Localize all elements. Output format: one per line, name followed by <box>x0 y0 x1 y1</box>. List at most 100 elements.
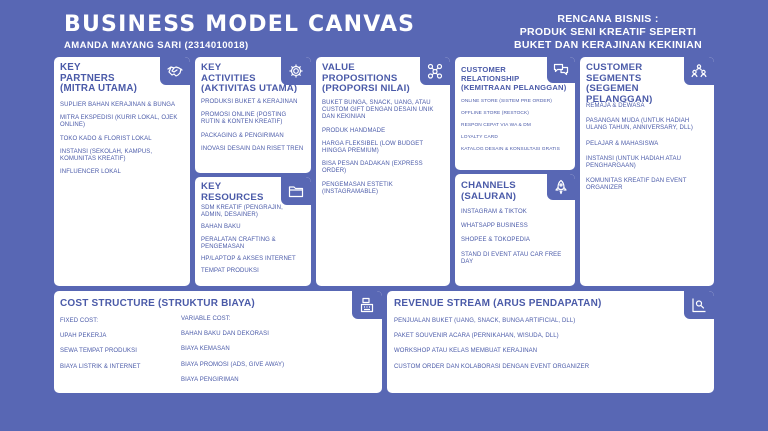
customer-segments-list: REMAJA & DEWASA PASANGAN MUDA (UNTUK HAD… <box>586 103 708 193</box>
customer-relationship-card: CUSTOMER RELATIONSHIP (KEMITRAAN PELANGG… <box>455 57 575 170</box>
list-item: BIAYA PENGIRIMAN <box>181 376 239 383</box>
list-item: INSTAGRAM & TIKTOK <box>461 209 527 215</box>
list-item: BAHAN BAKU <box>201 224 241 231</box>
title-line: SEGMENTS <box>586 72 642 84</box>
list-item: CUSTOM ORDER DAN KOLABORASI DENGAN EVENT… <box>394 363 590 370</box>
key-partners-card: KEY PARTNERS (MITRA UTAMA) SUPLIER BAHAN… <box>54 57 190 286</box>
list-item: PAKET SOUVENIR ACARA (PERNIKAHAN, WISUDA… <box>394 333 559 340</box>
list-item: BISA PESAN DADAKAN (EXPRESS ORDER) <box>322 161 423 175</box>
title-line: ACTIVITIES <box>201 72 256 84</box>
gear-icon <box>281 57 311 85</box>
title-line: CUSTOMER <box>461 65 506 74</box>
list-item: PRODUK HANDMADE <box>322 127 386 134</box>
title-line: KEY <box>201 181 222 192</box>
title-line: KEY <box>60 62 81 73</box>
key-resources-list: SDM KREATIF (PENGRAJIN, ADMIN, DESAINER)… <box>201 205 305 275</box>
list-item: TEMPAT PRODUKSI <box>201 268 259 275</box>
fixed-cost-list: FIXED COST: UPAH PEKERJA SEWA TEMPAT PRO… <box>60 318 170 371</box>
value-propositions-title: VALUE PROPOSITIONS (PROPORSI NILAI) <box>322 62 444 95</box>
title-line: (KEMITRAAN PELANGGAN) <box>461 83 567 92</box>
list-item: TOKO KADO & FLORIST LOKAL <box>60 135 152 142</box>
rocket-icon <box>547 174 575 200</box>
folder-icon <box>281 177 311 205</box>
cash-register-icon <box>352 291 382 319</box>
list-item: INOVASI DESAIN DAN RISET TREN <box>201 145 304 152</box>
list-item: PENJUALAN BUKET (UANG, SNACK, BUNGA ARTI… <box>394 318 576 324</box>
list-item: PACKAGING & PENGIRIMAN <box>201 132 284 139</box>
list-item: LOYALTY CARD <box>461 135 498 140</box>
channels-list: INSTAGRAM & TIKTOK WHATSAPP BUSINESS SHO… <box>461 209 569 266</box>
list-item: SHOPEE & TOKOPEDIA <box>461 237 530 244</box>
list-item: RESPON CEPAT VIA WA & DM <box>461 123 531 128</box>
list-item: PENGEMASAN ESTETIK (INSTAGRAMABLE) <box>322 181 393 195</box>
title-line: PARTNERS <box>60 72 115 84</box>
channels-card: CHANNELS (SALURAN) INSTAGRAM & TIKTOK WH… <box>455 174 575 286</box>
customer-relationship-title: CUSTOMER RELATIONSHIP (KEMITRAAN PELANGG… <box>461 65 569 92</box>
list-item: OFFLINE STORE (RESTOCK) <box>461 111 529 116</box>
key-activities-title: KEY ACTIVITIES (AKTIVITAS UTAMA) <box>201 62 305 95</box>
network-icon <box>420 57 450 85</box>
title-line: VALUE <box>322 62 355 73</box>
customer-segments-card: CUSTOMER SEGMENTS (SEGEMEN PELANGGAN) RE… <box>580 57 714 286</box>
list-item: HP/LAPTOP & AKSES INTERNET <box>201 256 296 263</box>
revenue-stream-list: PENJUALAN BUKET (UANG, SNACK, BUNGA ARTI… <box>394 318 684 371</box>
list-item: WHATSAPP BUSINESS <box>461 223 528 230</box>
list-item: SUPLIER BAHAN KERAJINAN & BUNGA <box>60 102 176 108</box>
list-item: BIAYA LISTRIK & INTERNET <box>60 363 141 370</box>
business-plan-caption: RENCANA BISNIS : PRODUK SENI KREATIF SEP… <box>508 13 708 52</box>
key-partners-list: SUPLIER BAHAN KERAJINAN & BUNGA MITRA EK… <box>60 102 184 176</box>
list-item: UPAH PEKERJA <box>60 333 107 340</box>
title-line: CUSTOMER <box>586 62 643 73</box>
variable-cost-label: VARIABLE COST: <box>181 316 231 322</box>
cost-structure-title: COST STRUCTURE (STRUKTUR BIAYA) <box>60 298 255 309</box>
key-activities-card: KEY ACTIVITIES (AKTIVITAS UTAMA) PRODUKS… <box>195 57 311 173</box>
list-item: WORKSHOP ATAU KELAS MEMBUAT KERAJINAN <box>394 348 538 355</box>
list-item: STAND DI EVENT ATAU CAR FREE DAY <box>461 251 562 265</box>
title-line: KEY <box>201 62 222 73</box>
list-item: HARGA FLEKSIBEL (LOW BUDGET HINGGA PREMI… <box>322 140 424 155</box>
author-name: AMANDA MAYANG SARI (2314010018) <box>64 40 249 51</box>
title-line: RESOURCES <box>201 191 264 203</box>
revenue-stream-title: REVENUE STREAM (ARUS PENDAPATAN) <box>394 298 602 309</box>
title-line: (SALURAN) <box>461 190 517 202</box>
revenue-chart-icon <box>684 291 714 319</box>
plan-line: PRODUK SENI KREATIF SEPERTI <box>519 26 697 38</box>
list-item: ONLINE STORE (SISTEM PRE ORDER) <box>461 99 552 104</box>
handshake-icon <box>160 57 190 85</box>
title-line: PROPOSITIONS <box>322 72 398 84</box>
list-item: BAHAN BAKU DAN DEKORASI <box>181 331 269 338</box>
people-icon <box>684 57 714 85</box>
key-resources-title: KEY RESOURCES <box>201 181 305 203</box>
list-item: BIAYA KEMASAN <box>181 346 230 353</box>
title-line: RELATIONSHIP <box>461 74 520 83</box>
customer-relationship-list: ONLINE STORE (SISTEM PRE ORDER) OFFLINE … <box>461 99 569 153</box>
list-item: MITRA EKSPEDISI (KURIR LOKAL, OJEK ONLIN… <box>60 115 178 129</box>
list-item: INFLUENCER LOKAL <box>60 169 121 176</box>
key-activities-list: PRODUKSI BUKET & KERAJINAN PROMOSI ONLIN… <box>201 99 305 153</box>
chat-icon <box>547 57 575 83</box>
list-item: PERALATAN CRAFTING & PENGEMASAN <box>201 236 276 250</box>
title-line: (AKTIVITAS UTAMA) <box>201 83 298 94</box>
list-item: INSTANSI (UNTUK HADIAH ATAU PENGHARGAAN) <box>586 155 682 170</box>
key-partners-title: KEY PARTNERS (MITRA UTAMA) <box>60 62 184 95</box>
key-resources-card: KEY RESOURCES SDM KREATIF (PENGRAJIN, AD… <box>195 177 311 286</box>
list-item: BIAYA PROMOSI (ADS, GIVE AWAY) <box>181 361 285 368</box>
title-line: (PROPORSI NILAI) <box>322 83 410 94</box>
value-propositions-card: VALUE PROPOSITIONS (PROPORSI NILAI) BUKE… <box>316 57 450 286</box>
value-propositions-list: BUKET BUNGA, SNACK, UANG, ATAU CUSTOM GI… <box>322 100 444 196</box>
plan-line: RENCANA BISNIS : <box>557 13 659 25</box>
plan-line: BUKET DAN KERAJINAN KEKINIAN <box>513 39 703 51</box>
list-item: PROMOSI ONLINE (POSTING RUTIN & KONTEN K… <box>201 112 287 126</box>
list-item: REMAJA & DEWASA <box>586 103 645 109</box>
list-item: SEWA TEMPAT PRODUKSI <box>60 348 138 355</box>
title-line: (SEGEMEN PELANGGAN) <box>586 83 653 105</box>
title-line: (MITRA UTAMA) <box>60 83 138 94</box>
cost-structure-card: COST STRUCTURE (STRUKTUR BIAYA) FIXED CO… <box>54 291 382 393</box>
list-item: PRODUKSI BUKET & KERAJINAN <box>201 99 298 105</box>
list-item: KATALOG DESAIN & KONSULTASI GRATIS <box>461 147 560 152</box>
page-title: BUSINESS MODEL CANVAS <box>64 12 416 37</box>
list-item: PASANGAN MUDA (UNTUK HADIAH ULANG TAHUN,… <box>586 118 693 132</box>
variable-cost-list: VARIABLE COST: BAHAN BAKU DAN DEKORASI B… <box>181 316 331 384</box>
list-item: SDM KREATIF (PENGRAJIN, ADMIN, DESAINER) <box>201 205 283 219</box>
list-item: BUKET BUNGA, SNACK, UANG, ATAU CUSTOM GI… <box>322 100 434 121</box>
